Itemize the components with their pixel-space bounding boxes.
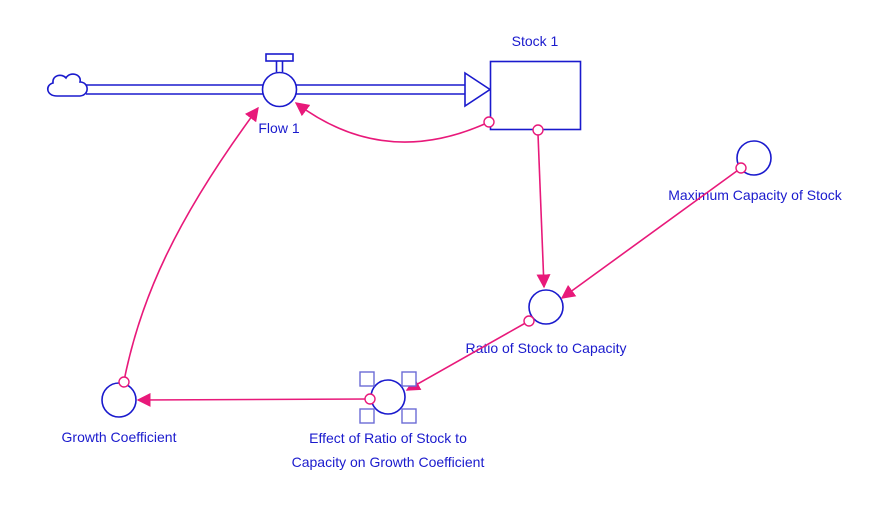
effect-label-line-2: Capacity on Growth Coefficient (292, 454, 485, 470)
link-ratio-to-effect[interactable] (405, 320, 530, 391)
cloud-icon[interactable] (47, 73, 88, 97)
link-handle-growth[interactable] (118, 376, 130, 388)
flow-valve-icon[interactable] (261, 53, 298, 108)
flow-arrowhead (464, 71, 492, 108)
growth-label: Growth Coefficient (62, 429, 177, 445)
effect-converter[interactable] (370, 379, 406, 415)
selection-handle-top-right[interactable] (401, 371, 417, 387)
selection-handle-bottom-right[interactable] (401, 408, 417, 424)
flow-label: Flow 1 (258, 120, 299, 136)
link-handle-stock-flow[interactable] (483, 116, 495, 128)
link-handle-ratio[interactable] (523, 315, 535, 327)
growth-converter[interactable] (101, 382, 137, 418)
selection-handle-bottom-left[interactable] (359, 408, 375, 424)
link-stock-to-flow[interactable] (294, 102, 490, 143)
link-stock-to-ratio[interactable] (536, 133, 551, 289)
ratio-label: Ratio of Stock to Capacity (465, 340, 626, 356)
link-handle-maxcap[interactable] (735, 162, 747, 174)
selection-handle-top-left[interactable] (359, 371, 375, 387)
link-maxcap-to-ratio[interactable] (560, 167, 742, 299)
max-capacity-label: Maximum Capacity of Stock (668, 187, 842, 203)
link-handle-effect[interactable] (364, 393, 376, 405)
link-effect-to-growth[interactable] (136, 392, 370, 407)
stock-label: Stock 1 (512, 33, 559, 49)
link-growth-to-flow[interactable] (123, 106, 259, 382)
ratio-converter[interactable] (528, 289, 564, 325)
link-handle-stock-ratio[interactable] (532, 124, 544, 136)
effect-label-line-1: Effect of Ratio of Stock to (309, 430, 467, 446)
stock-box[interactable] (489, 60, 582, 131)
selection-handles (359, 371, 417, 424)
